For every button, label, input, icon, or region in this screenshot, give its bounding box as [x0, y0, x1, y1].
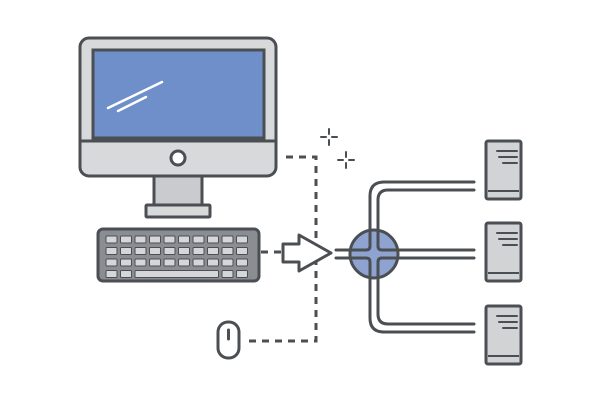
monitor-screen — [91, 48, 266, 140]
keyboard-key — [221, 247, 234, 255]
keyboard-key — [192, 247, 205, 255]
keyboard-key — [163, 258, 176, 267]
cable-bottom-inner — [376, 266, 476, 326]
mouse-dashed-line — [249, 252, 318, 343]
keyboard-key — [105, 258, 118, 267]
monitor-dashed-line — [286, 155, 318, 252]
monitor-stand-neck — [152, 173, 204, 209]
screen-glare-short — [116, 95, 148, 113]
keyboard-key — [149, 235, 161, 244]
keyboard-key — [163, 235, 176, 244]
keyboard-key — [207, 258, 219, 267]
monitor-stand-base — [144, 203, 212, 219]
keyboard-key — [134, 247, 147, 255]
server-body — [484, 221, 523, 283]
server-body — [484, 139, 523, 201]
keyboard-key — [105, 270, 118, 278]
keyboard-key — [120, 258, 132, 267]
keyboard-key — [236, 235, 248, 244]
server-tower-icon — [484, 139, 523, 201]
desktop-monitor-icon — [78, 36, 278, 219]
keyboard-key — [178, 258, 190, 267]
screen-glare-long — [106, 80, 164, 110]
keyboard-key — [105, 247, 118, 255]
server-tower-icon — [484, 304, 523, 366]
keyboard-key — [192, 258, 205, 267]
sparkle-bottom — [337, 151, 355, 169]
mouse-icon — [216, 320, 241, 360]
network-hub-icon — [348, 228, 400, 280]
servers-group — [484, 139, 523, 366]
keyboard-key — [178, 235, 190, 244]
keyboard-key — [149, 258, 161, 267]
keyboard-key — [236, 247, 248, 255]
hub-circle — [348, 228, 400, 280]
cable-top-inner — [376, 188, 476, 240]
server-body — [484, 304, 523, 366]
keyboard-key — [134, 258, 147, 267]
keyboard-key — [221, 258, 234, 267]
keyboard-key — [163, 247, 176, 255]
keyboard-key — [134, 235, 147, 244]
cable-bottom-outer — [368, 268, 476, 334]
hub-internal-lines — [350, 229, 398, 279]
hub-cables — [334, 180, 476, 334]
keyboard-key — [207, 247, 219, 255]
server-tower-icon — [484, 221, 523, 283]
dashed-connectors — [249, 155, 318, 343]
keyboard-icon — [96, 227, 261, 283]
keyboard-spacebar — [134, 270, 219, 278]
sparkle-top — [320, 128, 338, 146]
right-arrow-icon — [281, 233, 333, 273]
keyboard-key — [120, 247, 132, 255]
keyboard-key — [120, 270, 132, 278]
keyboard-key — [105, 235, 118, 244]
keyboard-keys — [105, 235, 248, 278]
keyboard-key — [149, 247, 161, 255]
keyboard-key — [236, 258, 248, 267]
sparkle-icon — [320, 128, 355, 169]
keyboard-key — [221, 235, 234, 244]
power-button-icon — [169, 149, 187, 167]
keyboard-key — [221, 270, 234, 278]
keyboard-key — [178, 247, 190, 255]
keyboard-key — [236, 270, 248, 278]
cable-top-outer — [368, 180, 476, 238]
keyboard-key — [192, 235, 205, 244]
keyboard-key — [207, 235, 219, 244]
keyboard-key — [120, 235, 132, 244]
